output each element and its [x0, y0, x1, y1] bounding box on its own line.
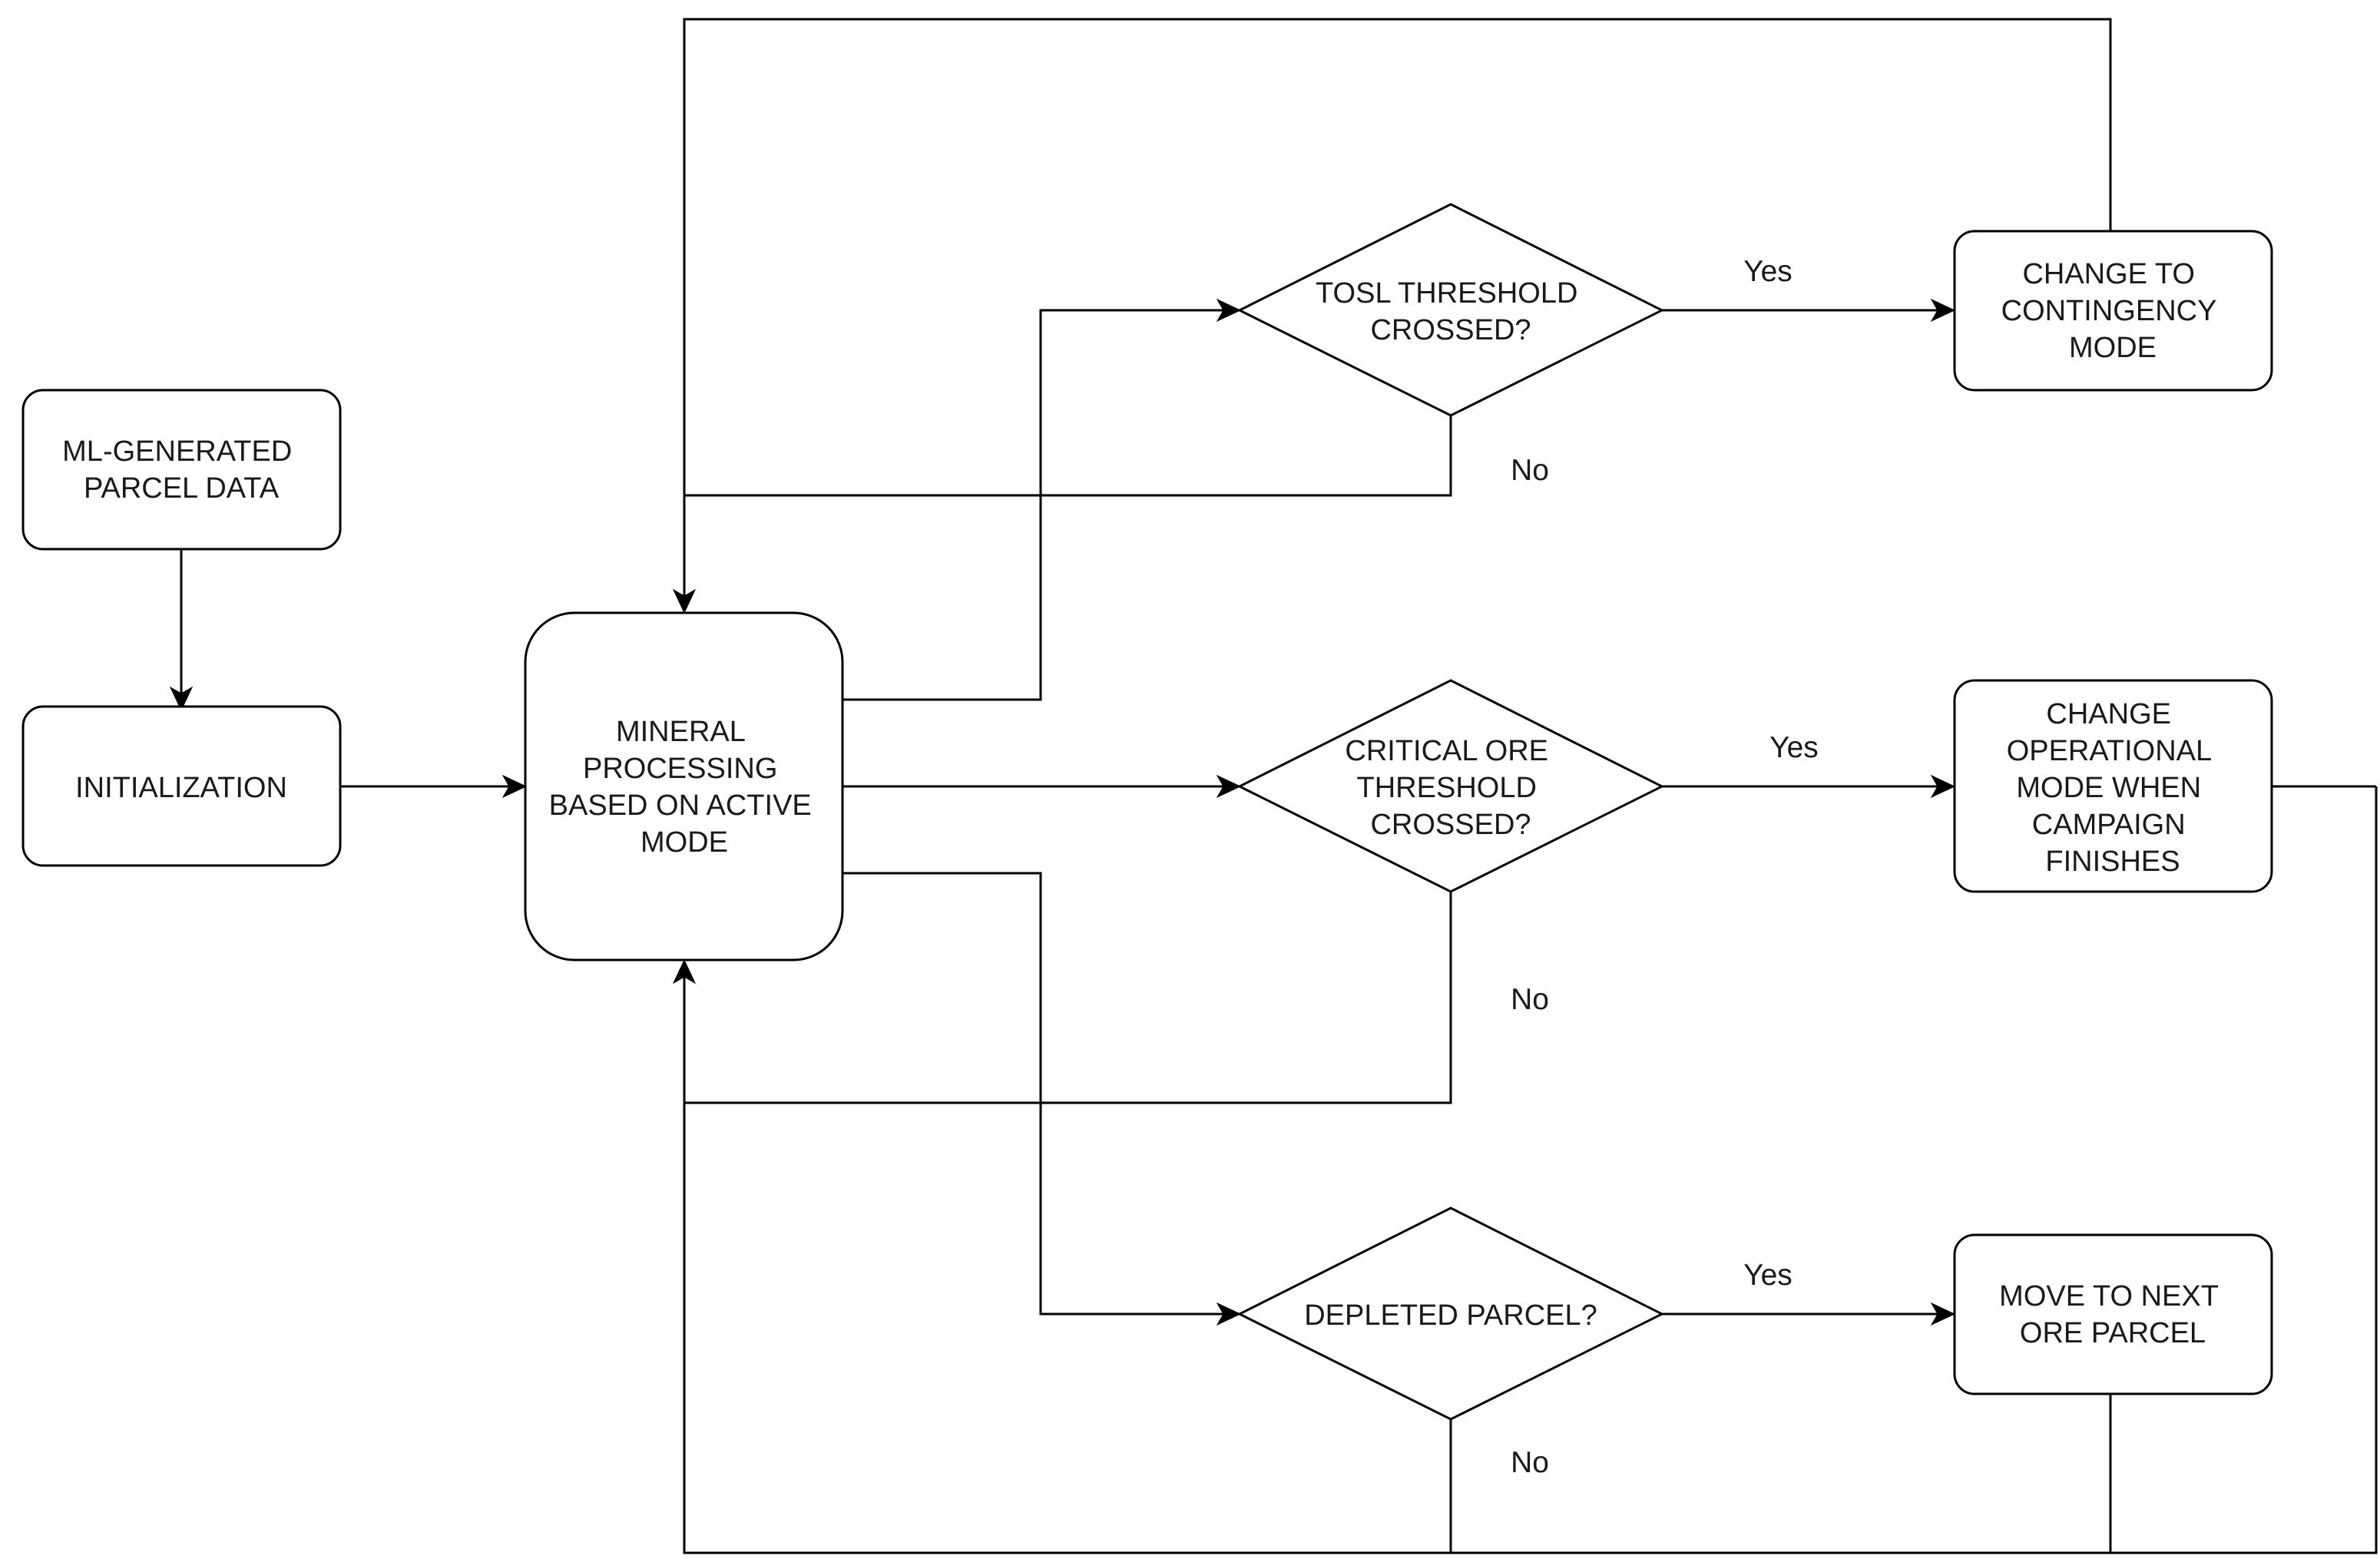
node-critical-ore-threshold-line-1: CRITICAL ORE [1345, 735, 1548, 767]
edge-label-depleted-no: No [1511, 1446, 1549, 1479]
arrowhead-depleted [1216, 1302, 1242, 1326]
arrowhead-init [169, 686, 194, 712]
node-depleted-parcel: DEPLETED PARCEL? [1236, 1206, 1665, 1421]
node-parcel-data-line-2: PARCEL DATA [84, 472, 280, 505]
edge-label-depleted-yes: Yes [1743, 1259, 1792, 1292]
edge-label-critical-yes: Yes [1769, 731, 1819, 764]
node-depleted-parcel-line-1: DEPLETED PARCEL? [1304, 1299, 1597, 1332]
node-tosl-threshold-line-1: TOSL THRESHOLD [1316, 277, 1577, 309]
node-operational-mode: CHANGE OPERATIONAL MODE WHEN CAMPAIGN FI… [1953, 679, 2273, 893]
edge-contingency-loop [683, 18, 2112, 597]
node-parcel-data-box [22, 389, 342, 551]
node-operational-mode-label: CHANGE OPERATIONAL MODE WHEN CAMPAIGN FI… [2007, 698, 2219, 878]
node-next-parcel-line-2: ORE PARCEL [2020, 1317, 2206, 1349]
node-next-parcel-line-1: MOVE TO NEXT [1999, 1280, 2219, 1312]
node-parcel-data: ML-GENERATED PARCEL DATA [22, 389, 342, 551]
node-operational-mode-line-3: MODE WHEN [2016, 772, 2201, 804]
arrowhead-operational [1930, 774, 1956, 799]
edge-labels: Yes No Yes No Yes No [1511, 255, 1819, 1479]
edges [169, 18, 2378, 1554]
node-mineral-processing-line-3: BASED ON ACTIVE [549, 789, 812, 822]
edge-processing-to-tosl [842, 309, 1225, 701]
node-depleted-parcel-label: DEPLETED PARCEL? [1304, 1299, 1597, 1332]
node-tosl-threshold: TOSL THRESHOLD CROSSED? [1236, 203, 1665, 417]
node-initialization-box [22, 705, 342, 867]
arrowhead-critical [1216, 774, 1242, 799]
edge-label-critical-no: No [1511, 983, 1549, 1016]
node-operational-mode-box [1953, 679, 2273, 893]
edge-processing-to-depleted [842, 872, 1225, 1316]
node-contingency-mode-line-1: CHANGE TO [2022, 258, 2195, 290]
node-critical-ore-threshold: CRITICAL ORE THRESHOLD CROSSED? [1236, 679, 1665, 893]
node-contingency-mode-line-2: CONTINGENCY [2001, 295, 2216, 327]
node-critical-ore-threshold-label: CRITICAL ORE THRESHOLD CROSSED? [1345, 735, 1556, 841]
arrowhead-processing-bottom [672, 958, 697, 985]
node-next-parcel-label: MOVE TO NEXT ORE PARCEL [1999, 1280, 2226, 1349]
node-contingency-mode-box [1953, 230, 2273, 392]
node-next-parcel: MOVE TO NEXT ORE PARCEL [1953, 1233, 2273, 1395]
arrowhead-processing-left [501, 774, 528, 799]
node-contingency-mode-line-3: MODE [2069, 332, 2157, 364]
edge-label-tosl-no: No [1511, 454, 1549, 487]
node-tosl-threshold-line-2: CROSSED? [1370, 314, 1531, 346]
node-tosl-threshold-label: TOSL THRESHOLD CROSSED? [1316, 277, 1586, 346]
node-critical-ore-threshold-line-2: THRESHOLD [1357, 772, 1537, 804]
node-operational-mode-line-1: CHANGE [2046, 698, 2171, 730]
node-critical-ore-threshold-diamond [1236, 679, 1665, 893]
node-operational-mode-line-5: FINISHES [2045, 846, 2180, 878]
node-mineral-processing-label: MINERAL PROCESSING BASED ON ACTIVE MODE [549, 716, 820, 859]
node-initialization-label: INITIALIZATION [75, 772, 287, 804]
edge-critical-no [684, 892, 1452, 1104]
edge-bottom-loop [683, 785, 2378, 1554]
node-critical-ore-threshold-line-3: CROSSED? [1370, 809, 1531, 841]
node-initialization: INITIALIZATION [22, 705, 342, 867]
node-contingency-mode-label: CHANGE TO CONTINGENCY MODE [2001, 258, 2225, 364]
node-mineral-processing: MINERAL PROCESSING BASED ON ACTIVE MODE [524, 611, 844, 962]
edge-label-tosl-yes: Yes [1743, 255, 1792, 288]
node-mineral-processing-line-4: MODE [641, 826, 728, 859]
arrowhead-next-parcel [1930, 1302, 1956, 1326]
arrowhead-processing-top [672, 588, 697, 614]
node-mineral-processing-line-1: MINERAL [616, 716, 745, 748]
edge-tosl-no [684, 415, 1452, 497]
node-operational-mode-line-2: OPERATIONAL [2007, 735, 2211, 767]
arrowhead-contingency [1930, 298, 1956, 323]
node-contingency-mode: CHANGE TO CONTINGENCY MODE [1953, 230, 2273, 392]
arrowhead-tosl [1216, 298, 1242, 323]
node-mineral-processing-box [524, 611, 844, 962]
node-next-parcel-box [1953, 1233, 2273, 1395]
node-depleted-parcel-diamond [1236, 1206, 1665, 1421]
node-parcel-data-line-1: ML-GENERATED [62, 435, 292, 468]
node-tosl-threshold-diamond [1236, 203, 1665, 417]
node-parcel-data-label: ML-GENERATED PARCEL DATA [62, 435, 300, 505]
node-mineral-processing-line-2: PROCESSING [583, 753, 777, 785]
node-initialization-line-1: INITIALIZATION [75, 772, 287, 804]
node-operational-mode-line-4: CAMPAIGN [2032, 809, 2186, 841]
